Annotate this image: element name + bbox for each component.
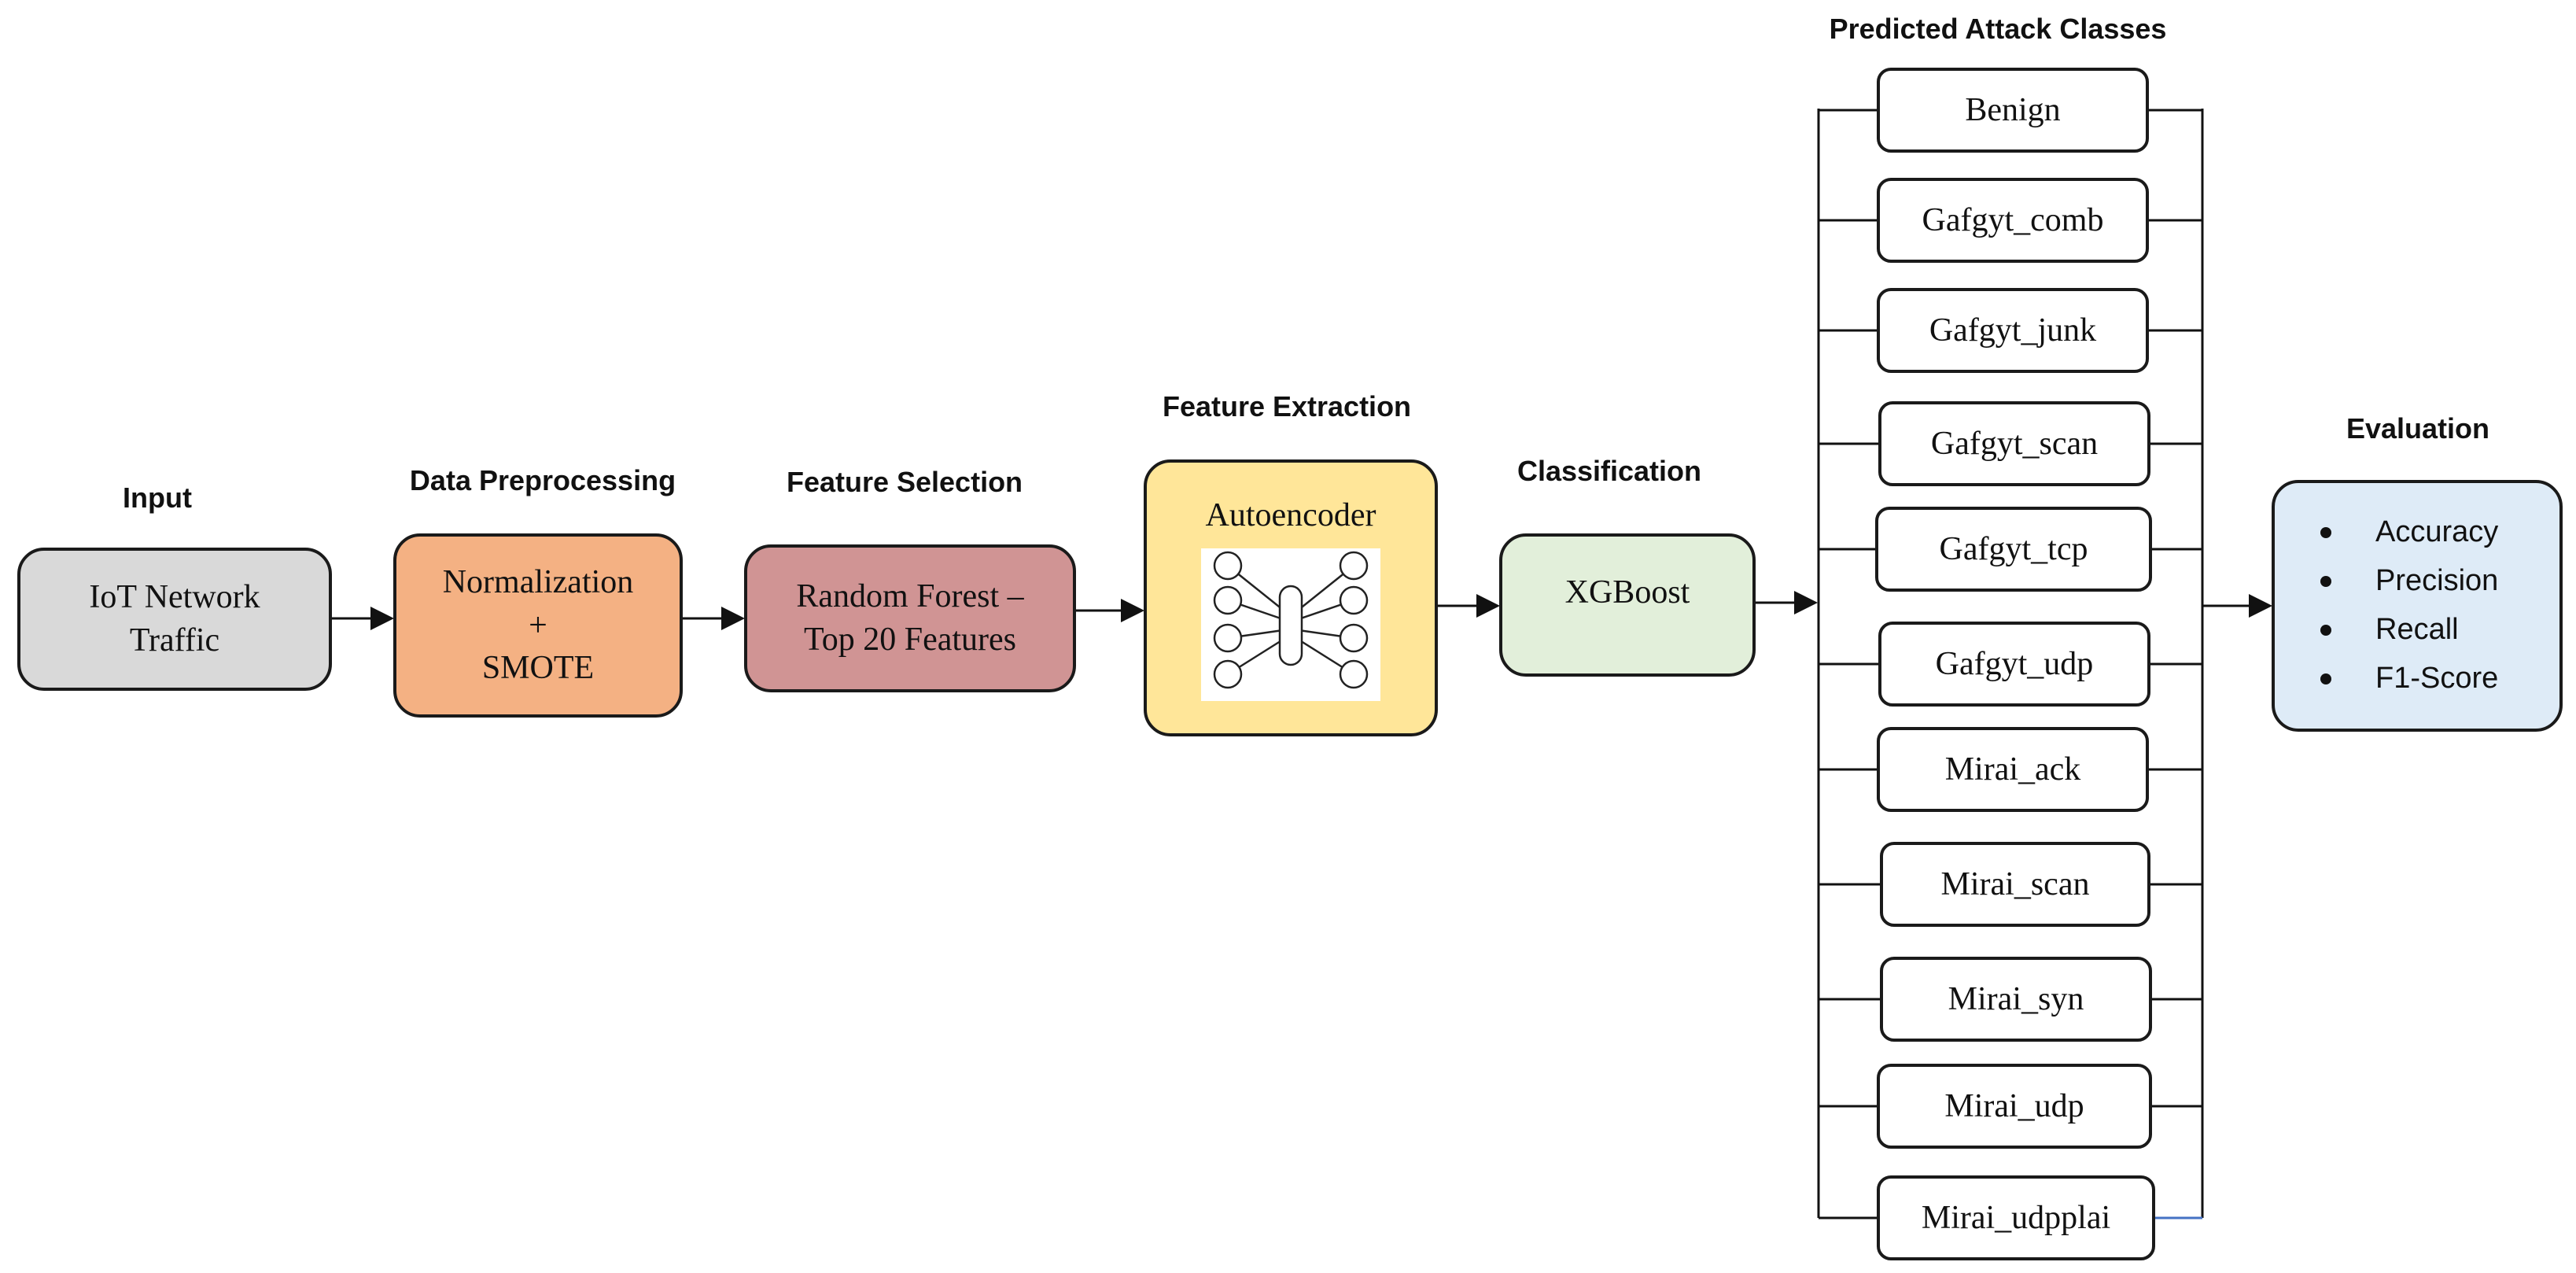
metric-label: Precision (2375, 564, 2499, 598)
preprocessing-line-1: Normalization (442, 564, 634, 601)
input-box: IoT Network Traffic (17, 548, 332, 691)
selection-stage-label: Feature Selection (786, 466, 1023, 498)
class-box-mirai-udp: Mirai_udp (1877, 1064, 2152, 1149)
class-label: Mirai_syn (1948, 981, 2084, 1017)
class-label: Mirai_udpplai (1921, 1200, 2111, 1236)
class-box-mirai-scan: Mirai_scan (1880, 842, 2150, 927)
input-line-2: Traffic (129, 622, 220, 659)
extraction-box: Autoencoder (1144, 459, 1438, 736)
class-box-gafgyt-junk: Gafgyt_junk (1877, 288, 2149, 373)
autoencoder-network-icon (1201, 548, 1380, 701)
evaluation-metrics-list: Accuracy Precision Recall F1-Score (2316, 508, 2498, 703)
class-label: Gafgyt_comb (1922, 202, 2104, 238)
class-label: Benign (1965, 92, 2061, 128)
class-label: Mirai_ack (1944, 751, 2081, 788)
class-label: Gafgyt_tcp (1939, 531, 2088, 567)
bullet-icon (2320, 673, 2331, 684)
metric-item: Precision (2316, 557, 2498, 606)
bullet-icon (2320, 576, 2331, 587)
input-line-1: IoT Network (89, 579, 260, 616)
class-box-mirai-syn: Mirai_syn (1880, 957, 2152, 1042)
class-label: Gafgyt_junk (1929, 312, 2097, 349)
class-box-benign: Benign (1877, 68, 2149, 153)
predicted-classes-label: Predicted Attack Classes (1829, 13, 2167, 45)
bullet-icon (2320, 527, 2331, 538)
metric-label: Recall (2375, 613, 2459, 647)
extraction-stage-label: Feature Extraction (1162, 390, 1412, 422)
selection-box: Random Forest – Top 20 Features (744, 544, 1076, 692)
metric-item: Accuracy (2316, 508, 2498, 557)
class-label: Gafgyt_scan (1930, 426, 2099, 462)
class-box-gafgyt-scan: Gafgyt_scan (1878, 401, 2150, 486)
input-stage-label: Input (123, 482, 192, 514)
class-box-mirai-udpplai: Mirai_udpplai (1877, 1175, 2155, 1260)
class-box-mirai-ack: Mirai_ack (1877, 727, 2149, 812)
selection-line-2: Top 20 Features (803, 622, 1016, 658)
metric-label: Accuracy (2375, 515, 2499, 549)
preprocessing-stage-label: Data Preprocessing (409, 464, 676, 496)
metric-item: F1-Score (2316, 655, 2498, 703)
class-label: Mirai_udp (1944, 1088, 2084, 1124)
metric-label: F1-Score (2375, 662, 2499, 696)
evaluation-box: Accuracy Precision Recall F1-Score (2272, 480, 2563, 732)
preprocessing-line-3: SMOTE (481, 650, 595, 687)
evaluation-stage-label: Evaluation (2346, 412, 2490, 445)
xgboost-title: XGBoost (1564, 574, 1690, 611)
selection-line-1: Random Forest – (796, 578, 1024, 615)
preprocessing-box: Normalization + SMOTE (393, 533, 683, 718)
classification-box: XGBoost (1499, 533, 1756, 677)
class-box-gafgyt-udp: Gafgyt_udp (1878, 622, 2150, 707)
class-box-gafgyt-tcp: Gafgyt_tcp (1875, 507, 2152, 592)
class-box-gafgyt-comb: Gafgyt_comb (1877, 178, 2149, 263)
classification-stage-label: Classification (1516, 455, 1702, 487)
autoencoder-title: Autoencoder (1205, 497, 1376, 533)
preprocessing-line-2: + (529, 607, 547, 644)
bullet-icon (2320, 625, 2331, 636)
class-label: Mirai_scan (1940, 866, 2090, 902)
metric-item: Recall (2316, 606, 2498, 655)
class-label: Gafgyt_udp (1935, 646, 2094, 682)
